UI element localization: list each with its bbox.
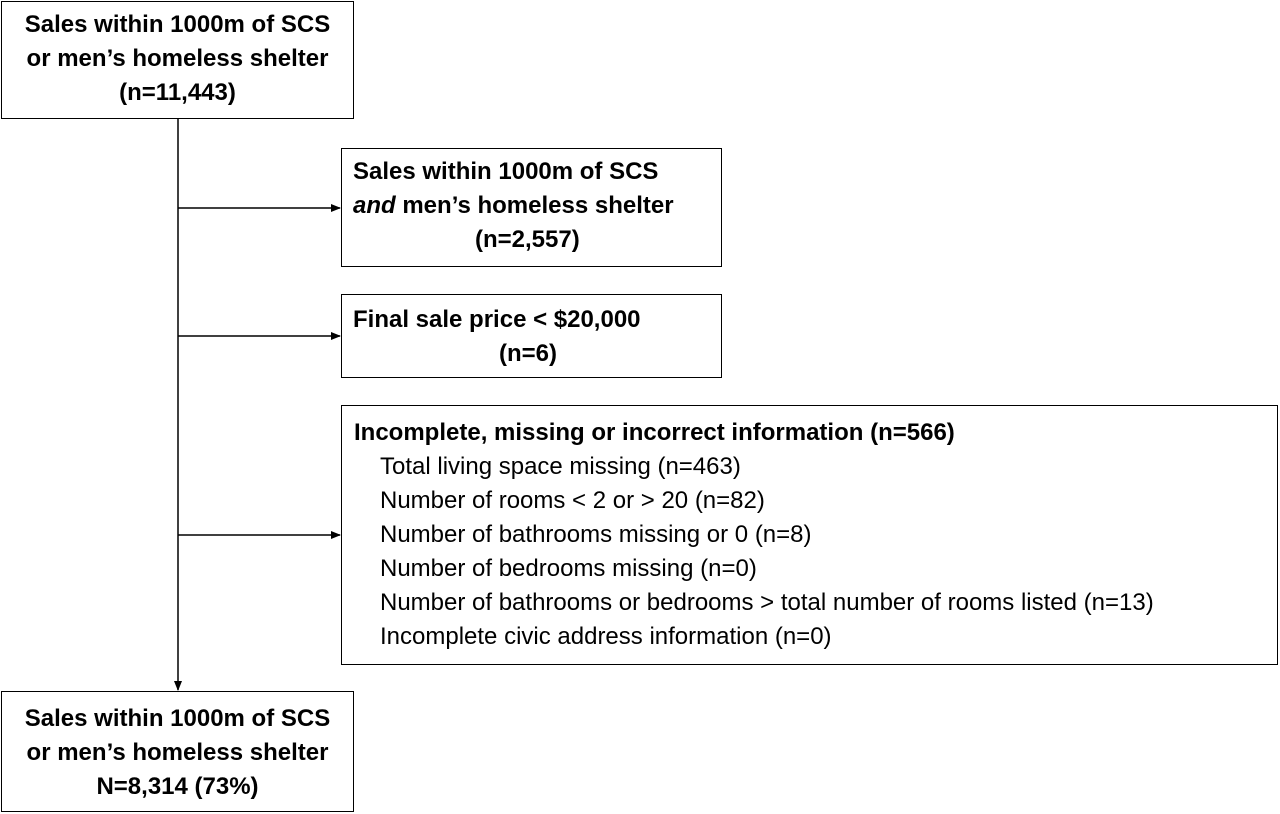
- excluded-incomplete-heading: Incomplete, missing or incorrect informa…: [354, 419, 955, 446]
- excluded-price-line1: Final sale price < $20,000: [353, 306, 641, 333]
- excluded-incomplete-box: Incomplete, missing or incorrect informa…: [341, 405, 1278, 665]
- excluded-item-address: Incomplete civic address information (n=…: [380, 623, 832, 650]
- excluded-both-italic-and: and: [353, 192, 396, 219]
- final-sample-box: Sales within 1000m of SCS or men’s homel…: [1, 691, 354, 812]
- final-sample-line2: or men’s homeless shelter: [26, 739, 329, 766]
- excluded-item-rooms-mismatch: Number of bathrooms or bedrooms > total …: [380, 589, 1154, 616]
- initial-sales-line1: Sales within 1000m of SCS: [24, 11, 331, 38]
- excluded-both-line2-rest: men’s homeless shelter: [395, 192, 674, 219]
- excluded-both-box: Sales within 1000m of SCS and men’s home…: [341, 148, 722, 267]
- excluded-both-count: (n=2,557): [475, 226, 580, 253]
- final-sample-count: N=8,314 (73%): [96, 773, 259, 800]
- initial-sales-box: Sales within 1000m of SCS or men’s homel…: [1, 1, 354, 119]
- final-sample-line1: Sales within 1000m of SCS: [24, 705, 331, 732]
- excluded-item-living-space: Total living space missing (n=463): [380, 453, 741, 480]
- excluded-item-rooms: Number of rooms < 2 or > 20 (n=82): [380, 487, 765, 514]
- initial-sales-count: (n=11,443): [119, 79, 236, 106]
- excluded-item-bathrooms: Number of bathrooms missing or 0 (n=8): [380, 521, 812, 548]
- excluded-both-line2: and men’s homeless shelter: [353, 189, 721, 223]
- excluded-price-box: Final sale price < $20,000 (n=6): [341, 294, 722, 378]
- excluded-both-line1: Sales within 1000m of SCS: [353, 158, 659, 185]
- excluded-price-count: (n=6): [499, 340, 558, 367]
- excluded-item-bedrooms: Number of bedrooms missing (n=0): [380, 555, 757, 582]
- initial-sales-line2: or men’s homeless shelter: [26, 45, 329, 72]
